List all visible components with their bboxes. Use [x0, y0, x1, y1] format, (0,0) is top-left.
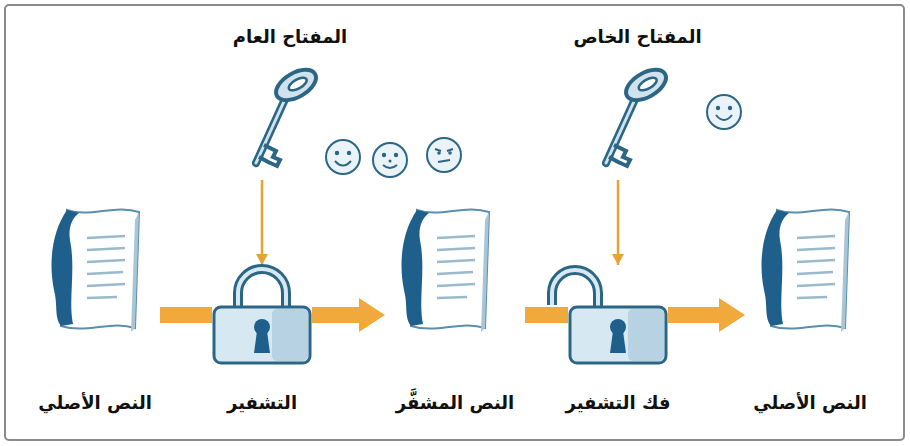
node-label: النص المشفَّر	[345, 391, 565, 415]
key-icon	[240, 65, 320, 175]
document-icon	[395, 200, 495, 340]
flow-arrow	[312, 298, 385, 332]
key-icon	[590, 65, 670, 175]
outer-frame	[5, 5, 904, 440]
arrow-band	[668, 298, 745, 332]
diagram-node: النص الأصلي	[745, 200, 875, 425]
flow-arrow	[256, 180, 268, 265]
node-illustration	[568, 265, 668, 365]
node-illustration	[45, 200, 145, 340]
smiley-face	[326, 140, 360, 174]
diagram-node: النص الأصلي	[30, 200, 160, 425]
diagram-node: النص المشفَّر	[385, 200, 525, 425]
node-illustration	[755, 200, 855, 340]
node-label: المفتاح الخاص	[530, 25, 745, 49]
node-label: التشفير	[172, 391, 352, 415]
diagram-node: التشفير	[212, 265, 312, 425]
node-label: النص الأصلي	[0, 391, 200, 415]
smiley-face	[427, 138, 461, 172]
diagram-node: المفتاح الخاص	[570, 25, 705, 180]
flow-arrow	[525, 307, 568, 323]
diagram-node: فك التشفير	[568, 265, 668, 425]
node-illustration	[590, 65, 670, 175]
arrow-head	[256, 254, 268, 265]
node-label: فك التشفير	[528, 391, 708, 415]
smiley-face	[373, 143, 407, 177]
document-icon	[755, 200, 855, 340]
node-illustration	[395, 200, 495, 340]
flow-arrow	[612, 180, 624, 265]
arrow-head	[612, 254, 624, 265]
arrow-band	[525, 307, 568, 323]
diagram-node: المفتاح العام	[215, 25, 365, 180]
node-label: النص الأصلي	[705, 391, 910, 415]
arrow-band	[160, 307, 212, 323]
node-illustration	[240, 65, 320, 175]
arrow-band	[312, 298, 385, 332]
open-lock-icon	[568, 265, 668, 365]
node-illustration	[212, 265, 312, 365]
node-label: المفتاح العام	[175, 25, 405, 49]
flow-arrow	[160, 307, 212, 323]
flow-arrow	[668, 298, 745, 332]
connector-line	[261, 180, 264, 265]
document-icon	[45, 200, 145, 340]
smiley-face	[707, 95, 741, 129]
connector-line	[617, 180, 620, 265]
closed-lock-icon	[212, 265, 312, 365]
